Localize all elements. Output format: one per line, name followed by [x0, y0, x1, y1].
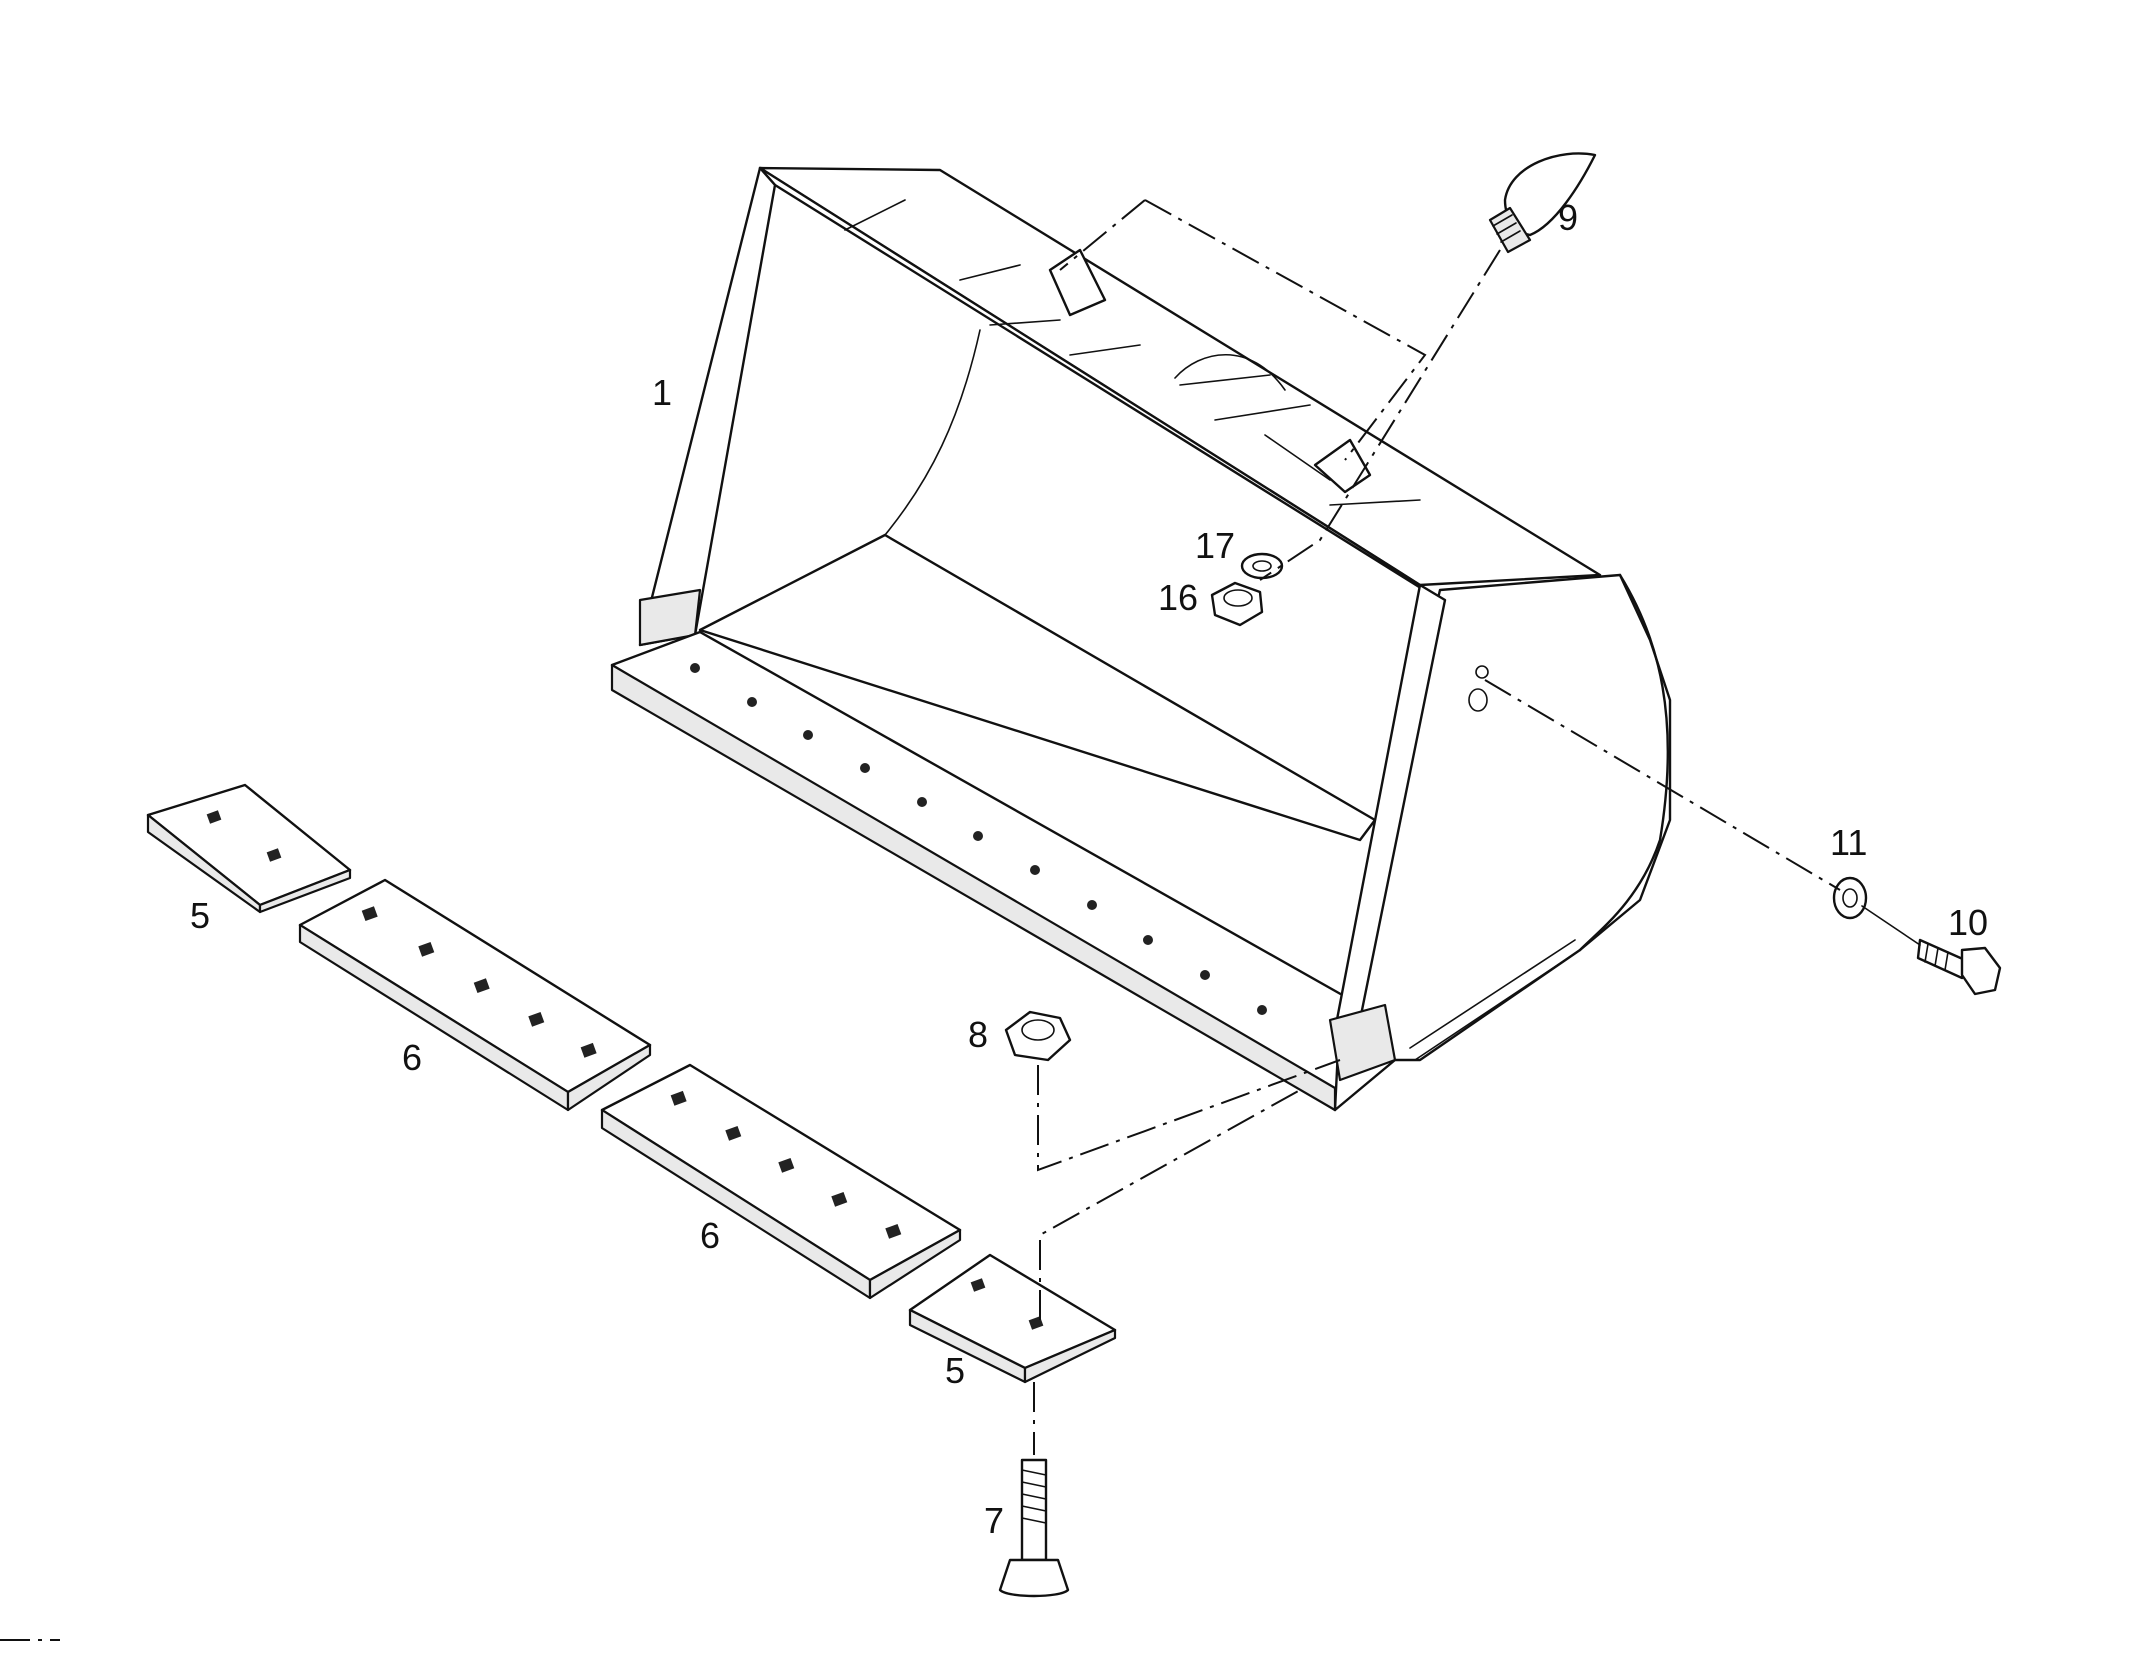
callout-6-right: 6	[700, 1215, 720, 1256]
cutting-edge-holes	[690, 663, 1267, 1015]
edge-segment-5-right	[908, 1253, 1117, 1384]
leader-lines	[0, 199, 1921, 1641]
callout-5-right: 5	[945, 1350, 965, 1391]
bolt-10	[1916, 938, 2002, 996]
nut-16	[1210, 581, 1264, 627]
plow-bolt-7	[998, 1458, 1070, 1598]
nut-8	[1004, 1010, 1072, 1062]
callout-5-left: 5	[190, 895, 210, 936]
washer-17	[1240, 552, 1284, 580]
callout-1: 1	[652, 372, 672, 413]
callout-9: 9	[1558, 197, 1578, 238]
callout-16: 16	[1158, 577, 1198, 618]
callout-6-left: 6	[402, 1037, 422, 1078]
edge-segment-6-right	[600, 1063, 962, 1300]
callout-10: 10	[1948, 902, 1988, 943]
callout-7: 7	[984, 1500, 1004, 1541]
edge-segment-5-left	[146, 783, 352, 914]
callout-8: 8	[968, 1014, 988, 1055]
callout-17: 17	[1195, 525, 1235, 566]
callout-labels: 1 5 5 6 6 7 8 9 10 11 16 17	[190, 197, 1988, 1541]
bucket-body	[610, 166, 1672, 1112]
callout-11: 11	[1830, 822, 1867, 863]
tooth-cap-9	[1488, 152, 1597, 254]
edge-segment-6-left	[298, 878, 652, 1112]
washer-11	[1832, 876, 1868, 920]
